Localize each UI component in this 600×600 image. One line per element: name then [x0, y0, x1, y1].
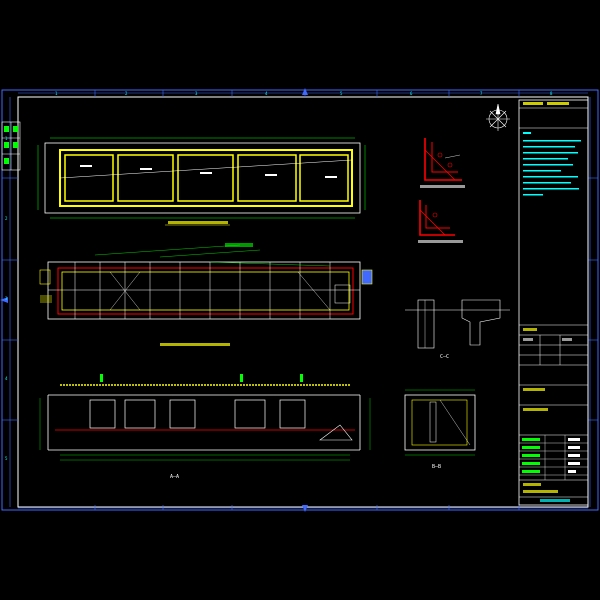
svg-text:4: 4	[5, 376, 8, 381]
svg-text:2: 2	[5, 216, 8, 221]
section-b-b-label: B—B	[432, 464, 441, 470]
revision-block	[1, 121, 21, 171]
grid-ticks-right	[588, 97, 598, 507]
inner-frame	[17, 96, 589, 508]
general-notes	[523, 132, 581, 196]
svg-text:2: 2	[125, 91, 128, 96]
section-b-b	[404, 389, 476, 456]
plan-view-top	[37, 137, 366, 226]
svg-text:3: 3	[195, 91, 198, 96]
signature-grid	[519, 435, 588, 480]
svg-text:4: 4	[265, 91, 268, 96]
center-mark-bottom	[302, 505, 308, 512]
grid-ticks-left	[2, 97, 18, 507]
svg-text:1: 1	[5, 136, 8, 141]
rebar-detail-2	[418, 200, 463, 243]
section-a-a	[39, 374, 371, 461]
center-mark-top	[302, 88, 308, 95]
svg-text:8: 8	[550, 91, 553, 96]
rebar-detail-1	[420, 138, 465, 188]
grid-numbers-top: 1 2 3 4 5 6 7 8	[55, 91, 553, 96]
section-c-c	[405, 299, 510, 349]
svg-text:5: 5	[340, 91, 343, 96]
svg-text:1: 1	[55, 91, 58, 96]
title-block	[518, 99, 589, 506]
svg-text:5: 5	[5, 456, 8, 461]
grid-numbers-left: 1 2 3 4 5	[5, 136, 8, 461]
center-mark-left	[0, 297, 8, 303]
svg-text:6: 6	[410, 91, 413, 96]
plan-view-middle	[39, 243, 373, 346]
svg-text:7: 7	[480, 91, 483, 96]
svg-text:3: 3	[5, 296, 8, 301]
section-a-a-label: A—A	[170, 474, 179, 480]
section-c-c-label: C—C	[440, 354, 449, 360]
north-arrow-icon	[486, 103, 510, 131]
